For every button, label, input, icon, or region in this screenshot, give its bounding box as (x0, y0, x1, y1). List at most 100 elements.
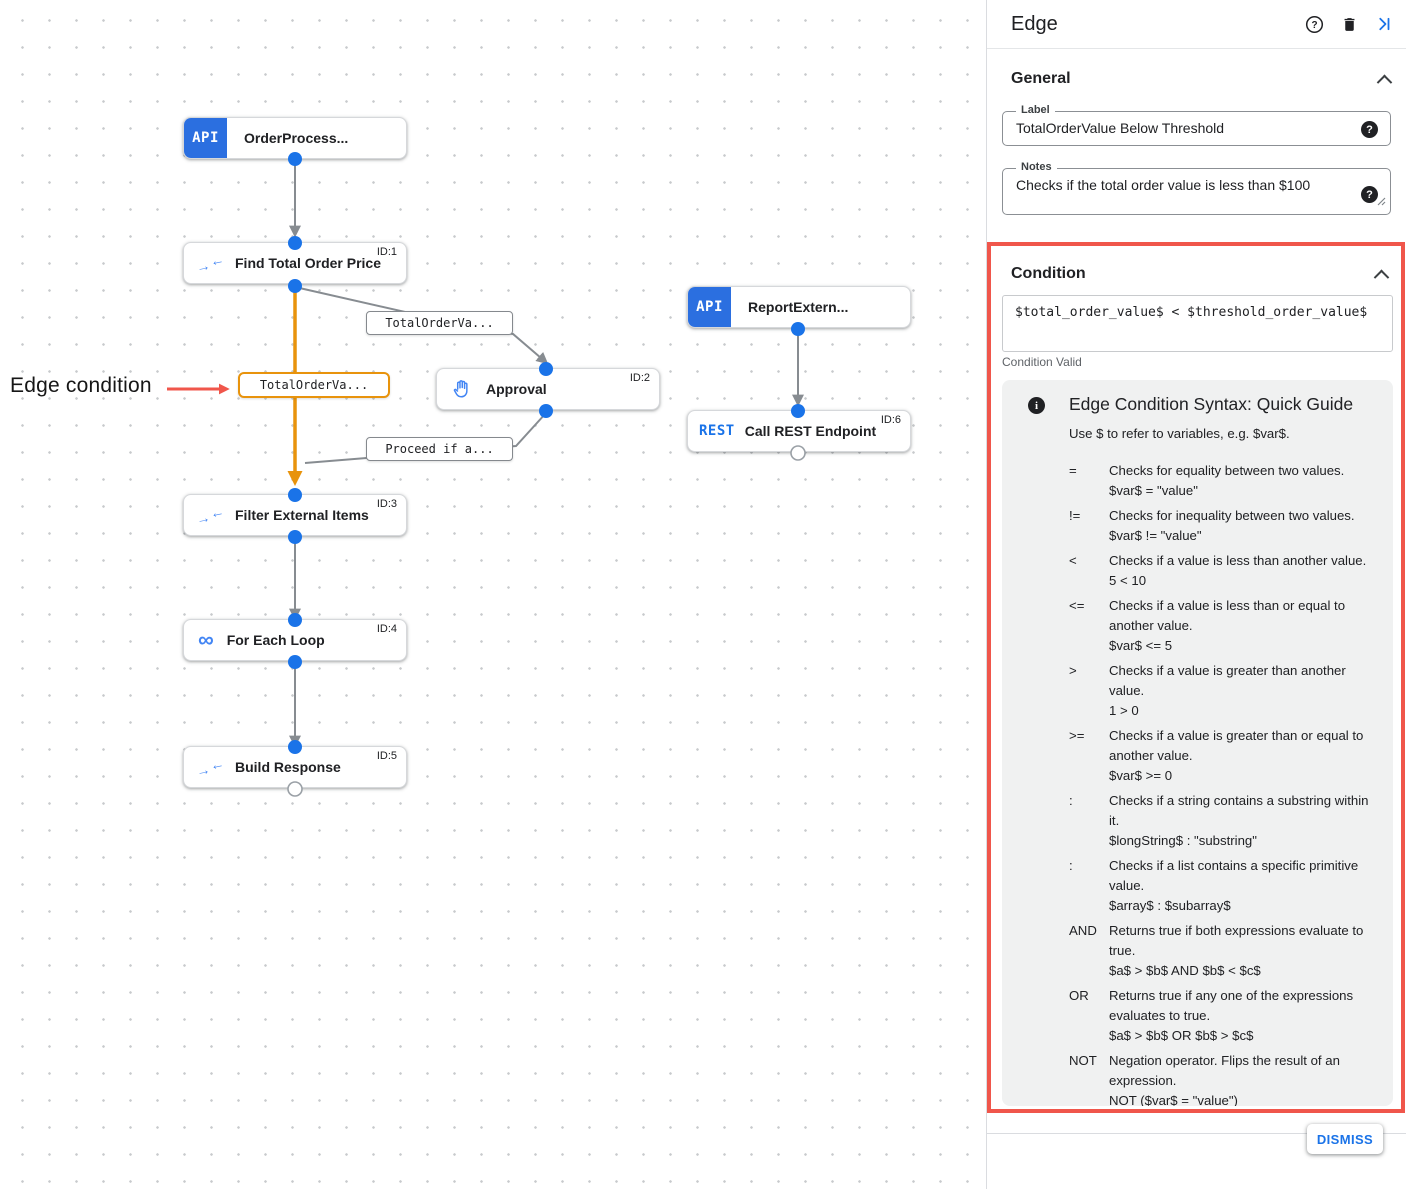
notes-field: Notes Checks if the total order value is… (1002, 161, 1391, 215)
header-divider (987, 48, 1406, 49)
operator-row: <= Checks if a value is less than or equ… (1069, 596, 1379, 656)
operator-row: NOT Negation operator. Flips the result … (1069, 1051, 1379, 1106)
node-order-process-trigger[interactable]: API OrderProcess... (183, 117, 407, 159)
notes-help-badge[interactable]: ? (1361, 186, 1378, 203)
operator-row: = Checks for equality between two values… (1069, 461, 1379, 501)
label-input[interactable] (1016, 120, 1347, 136)
operator-description: Negation operator. Flips the result of a… (1109, 1053, 1340, 1088)
arrow-right-glyph: → (194, 760, 212, 780)
operator-row: : Checks if a list contains a specific p… (1069, 856, 1379, 916)
operator-symbol: OR (1069, 988, 1089, 1003)
condition-expression-input[interactable]: $total_order_value$ < $threshold_order_v… (1002, 295, 1393, 352)
rest-badge: REST (699, 423, 735, 439)
node-call-rest-endpoint[interactable]: REST Call REST Endpoint ID:6 (687, 410, 911, 452)
label-field-caption: Label (1016, 104, 1055, 116)
data-mapping-icon: → ← (194, 503, 225, 528)
operator-symbol: : (1069, 858, 1073, 873)
annotation-edge-condition: Edge condition (10, 374, 152, 397)
guide-intro: Use $ to refer to variables, e.g. $var$. (1069, 426, 1290, 441)
condition-valid-status: Condition Valid (1002, 355, 1082, 369)
edge-label-to-approval[interactable]: TotalOrderVa... (366, 311, 513, 335)
operator-symbol: >= (1069, 728, 1085, 743)
operator-example: 1 > 0 (1109, 703, 1139, 718)
operator-symbol: <= (1069, 598, 1085, 613)
node-id-badge: ID:1 (376, 246, 397, 258)
data-mapping-icon: → ← (194, 251, 225, 276)
node-report-extern-trigger[interactable]: API ReportExtern... (687, 286, 911, 328)
operator-row: != Checks for inequality between two val… (1069, 506, 1379, 546)
api-trigger-badge: API (184, 118, 227, 158)
operator-description: Checks if a string contains a substring … (1109, 793, 1369, 828)
help-button[interactable]: ? (1305, 15, 1324, 34)
operator-symbol: NOT (1069, 1053, 1097, 1068)
edge-label-from-approval[interactable]: Proceed if a... (366, 437, 513, 461)
operator-row: < Checks if a value is less than another… (1069, 551, 1379, 591)
condition-section-highlight: Condition $total_order_value$ < $thresho… (987, 242, 1405, 1113)
operator-description: Returns true if any one of the expressio… (1109, 988, 1354, 1023)
resize-handle-icon[interactable] (1376, 193, 1386, 211)
operator-description: Checks if a value is greater than or equ… (1109, 728, 1364, 763)
node-title: Build Response (235, 759, 341, 775)
loop-icon: ∞ (198, 627, 214, 652)
operator-row: > Checks if a value is greater than anot… (1069, 661, 1379, 721)
node-for-each-loop[interactable]: ∞ For Each Loop ID:4 (183, 619, 407, 661)
node-approval[interactable]: Approval ID:2 (436, 368, 660, 410)
node-filter-external-items[interactable]: → ← Filter External Items ID:3 (183, 494, 407, 536)
node-id-badge: ID:3 (376, 498, 397, 510)
label-field: Label ? (1002, 104, 1391, 146)
footer-divider (987, 1133, 1406, 1134)
operator-example: $a$ > $b$ AND $b$ < $c$ (1109, 963, 1261, 978)
arrow-left-glyph: ← (208, 502, 226, 522)
operator-row: AND Returns true if both expressions eva… (1069, 921, 1379, 981)
guide-title: Edge Condition Syntax: Quick Guide (1069, 394, 1354, 414)
delete-edge-button[interactable] (1341, 15, 1358, 34)
svg-text:?: ? (1311, 20, 1317, 31)
operator-example: $var$ <= 5 (1109, 638, 1173, 653)
node-id-badge: ID:2 (629, 372, 650, 384)
node-id-badge: ID:5 (376, 750, 397, 762)
operator-example: $array$ : $subarray$ (1109, 898, 1231, 913)
flow-canvas[interactable]: API OrderProcess... → ← Find Total Order… (0, 0, 986, 1189)
api-trigger-badge: API (688, 287, 731, 327)
operator-description: Checks for inequality between two values… (1109, 508, 1355, 523)
general-heading: General (1011, 70, 1071, 87)
collapse-general-chevron-icon[interactable] (1376, 74, 1393, 90)
operator-row: OR Returns true if any one of the expres… (1069, 986, 1379, 1046)
operator-example: $var$ >= 0 (1109, 768, 1173, 783)
edge-panel: Edge ? General Label ? Notes Checks if t (986, 0, 1406, 1189)
operator-row: >= Checks if a value is greater than or … (1069, 726, 1379, 786)
edges-overlay (167, 152, 806, 797)
edge-label-selected-condition[interactable]: TotalOrderVa... (238, 372, 390, 398)
node-title: Call REST Endpoint (744, 423, 877, 439)
notes-input[interactable]: Checks if the total order value is less … (1016, 177, 1347, 193)
operator-symbol: != (1069, 508, 1081, 523)
condition-syntax-guide: i Edge Condition Syntax: Quick Guide Use… (1002, 380, 1393, 1106)
infinity-glyph: ∞ (198, 627, 214, 652)
node-title: Filter External Items (235, 507, 369, 523)
operator-example: $var$ = "value" (1109, 483, 1198, 498)
collapse-panel-icon[interactable] (1375, 15, 1393, 33)
panel-title: Edge (1011, 13, 1058, 35)
node-find-total-order-price[interactable]: → ← Find Total Order Price ID:1 (183, 242, 407, 284)
label-help-badge[interactable]: ? (1361, 121, 1378, 138)
node-title: ReportExtern... (748, 299, 849, 315)
data-mapping-icon: → ← (194, 755, 225, 780)
operator-example: $a$ > $b$ OR $b$ > $c$ (1109, 1028, 1254, 1043)
approval-hand-icon (451, 378, 473, 400)
node-id-badge: ID:4 (376, 623, 397, 635)
arrow-right-glyph: → (194, 508, 212, 528)
operator-description: Checks for equality between two values. (1109, 463, 1345, 478)
condition-heading: Condition (1011, 265, 1086, 282)
node-id-badge: ID:6 (880, 414, 901, 426)
node-build-response[interactable]: → ← Build Response ID:5 (183, 746, 407, 788)
dismiss-button[interactable]: DISMISS (1307, 1124, 1383, 1154)
operator-example: $var$ != "value" (1109, 528, 1202, 543)
operator-symbol: = (1069, 463, 1077, 478)
operator-description: Checks if a list contains a specific pri… (1109, 858, 1359, 893)
operator-description: Checks if a value is less than or equal … (1109, 598, 1346, 633)
collapse-condition-chevron-icon[interactable] (1373, 269, 1390, 285)
node-title: Approval (486, 381, 547, 397)
arrow-right-glyph: → (194, 256, 212, 276)
operator-row: : Checks if a string contains a substrin… (1069, 791, 1379, 851)
